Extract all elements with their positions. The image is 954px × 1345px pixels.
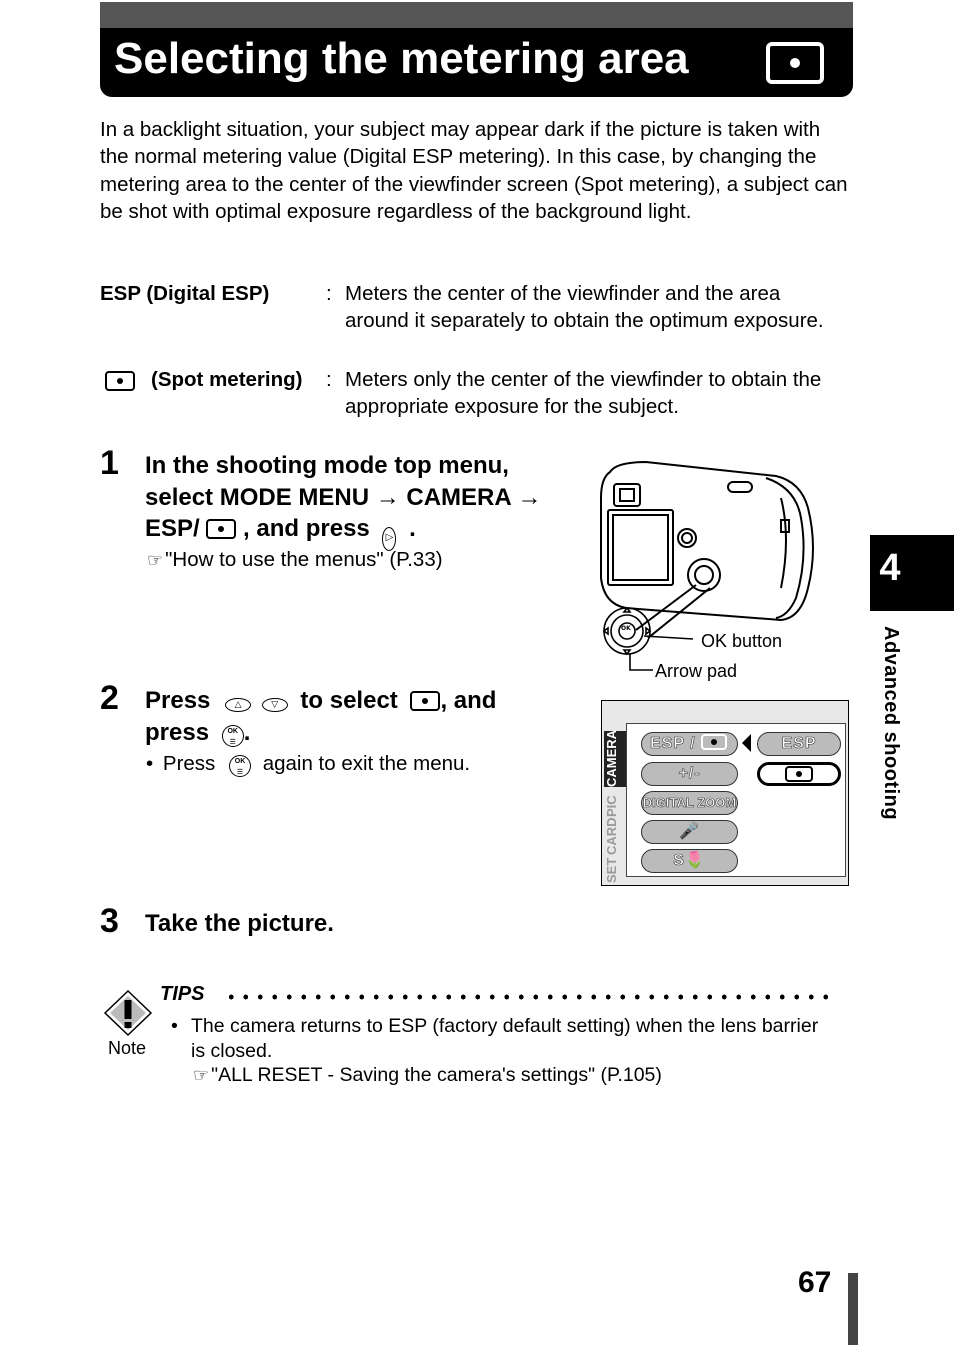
lcd-item-esp-label: ESP / (650, 735, 696, 753)
pointing-hand-icon: ☞ (193, 1065, 210, 1085)
spot-metering-icon (785, 766, 813, 782)
step-1-and-press: , and press (243, 515, 370, 542)
spot-metering-icon (701, 734, 728, 750)
chapter-tab: 4 (870, 535, 954, 611)
step-2-and: , and (440, 687, 497, 714)
step-number: 3 (100, 902, 119, 940)
note-label: Note (108, 1038, 147, 1058)
lcd-tab-set: SET (604, 857, 619, 883)
tips-heading: TIPS (160, 983, 205, 1005)
lcd-item-microphone: 🎤 (641, 820, 738, 844)
tips-text: The camera returns to ESP (factory defau… (191, 1015, 819, 1062)
lcd-tab-card: CARD (604, 817, 619, 855)
lcd-item-digital-zoom: DIGITAL ZOOM (641, 791, 738, 815)
definition-desc-esp: Meters the center of the viewfinder and … (345, 282, 824, 333)
ok-button-label: OK button (701, 631, 783, 651)
bullet: • (146, 752, 154, 775)
step-2-press: press (145, 718, 210, 746)
ok-button-icon: OK☰ (229, 755, 251, 777)
lcd-menu-screen: CAMERA PIC CARD SET ESP / ESP +/- DIGITA… (601, 700, 849, 886)
lcd-tab-column: CAMERA PIC CARD SET (604, 730, 626, 883)
definition-colon: : (326, 368, 332, 391)
step-2-press: Press (145, 687, 211, 714)
chapter-number: 4 (879, 547, 901, 589)
pointing-hand-icon: ☞ (147, 550, 164, 570)
step-1-line: ESP/ , and press ▷ . (145, 513, 542, 551)
arrow-right-button-icon: ▷ (382, 527, 397, 551)
lcd-tab-camera: CAMERA (604, 730, 626, 787)
step-2-line: Press △ ▽ to select , and (145, 685, 496, 717)
note-warning-icon (103, 989, 153, 1037)
definition-desc-spot: Meters only the center of the viewfinder… (345, 368, 822, 419)
step-2-to-select: to select (300, 687, 398, 714)
page-number-bar (848, 1273, 858, 1345)
step-2-text: Press △ ▽ to select , and press OK☰. (145, 685, 496, 748)
lcd-option-spot-selected (757, 762, 841, 786)
tips-reference: ☞"ALL RESET - Saving the camera's settin… (193, 1063, 662, 1088)
step-2-subnote-text: again to exit the menu. (262, 752, 471, 775)
step-2-subnote: • Press OK☰ again to exit the menu. (146, 750, 470, 777)
step-3-text: Take the picture. (145, 910, 334, 937)
step-2-period: . (243, 718, 251, 746)
step-1-line: In the shooting mode top menu, (145, 452, 509, 479)
step-1-text: In the shooting mode top menu, select MO… (145, 450, 542, 551)
lcd-option-esp: ESP (757, 732, 841, 756)
lcd-menu-panel: ESP / ESP +/- DIGITAL ZOOM 🎤 S🌷 (626, 723, 846, 877)
step-1-esp: ESP/ (145, 515, 200, 542)
spot-metering-icon (410, 691, 441, 711)
step-2-line: press OK☰. (145, 717, 496, 749)
page-number: 67 (798, 1266, 832, 1299)
spot-metering-icon (206, 519, 237, 539)
title-bar: Selecting the metering area (100, 2, 853, 97)
ok-button-icon: OK☰ (221, 724, 244, 747)
arrow-up-button-icon: △ (225, 698, 252, 712)
step-number: 2 (100, 679, 119, 717)
tips-reference-text: "ALL RESET - Saving the camera's setting… (211, 1064, 662, 1086)
lcd-item-esp-spot: ESP / (641, 732, 738, 756)
lcd-item-exposure-comp: +/- (641, 762, 738, 786)
step-2-subnote-press: Press (162, 752, 216, 775)
step-1-reference: ☞"How to use the menus" (P.33) (147, 546, 443, 574)
tips-dotted-rule (224, 994, 830, 1000)
selection-arrow-icon (742, 734, 751, 752)
title-stripe (100, 2, 853, 28)
ok-small-label: OK (621, 625, 631, 632)
step-1-period: . (409, 515, 416, 542)
spot-metering-icon (766, 42, 824, 84)
chapter-label: Advanced shooting (880, 626, 902, 821)
arrow-down-button-icon: ▽ (261, 698, 288, 712)
step-number: 1 (100, 444, 119, 482)
page-title: Selecting the metering area (114, 34, 689, 83)
definition-colon: : (326, 282, 332, 305)
definition-term-esp: ESP (Digital ESP) (100, 282, 270, 305)
definition-term-spot: (Spot metering) (151, 368, 303, 391)
step-1-line: select MODE MENU → CAMERA → (145, 483, 542, 511)
arrow-pad-label: Arrow pad (655, 661, 738, 681)
spot-metering-icon (105, 371, 135, 391)
lcd-item-macro: S🌷 (641, 849, 738, 873)
tips-bullet: • (171, 1015, 178, 1037)
camera-illustration: OK (600, 460, 814, 671)
step-1-reference-text: "How to use the menus" (P.33) (165, 548, 443, 571)
intro-paragraph: In a backlight situation, your subject m… (100, 118, 848, 223)
